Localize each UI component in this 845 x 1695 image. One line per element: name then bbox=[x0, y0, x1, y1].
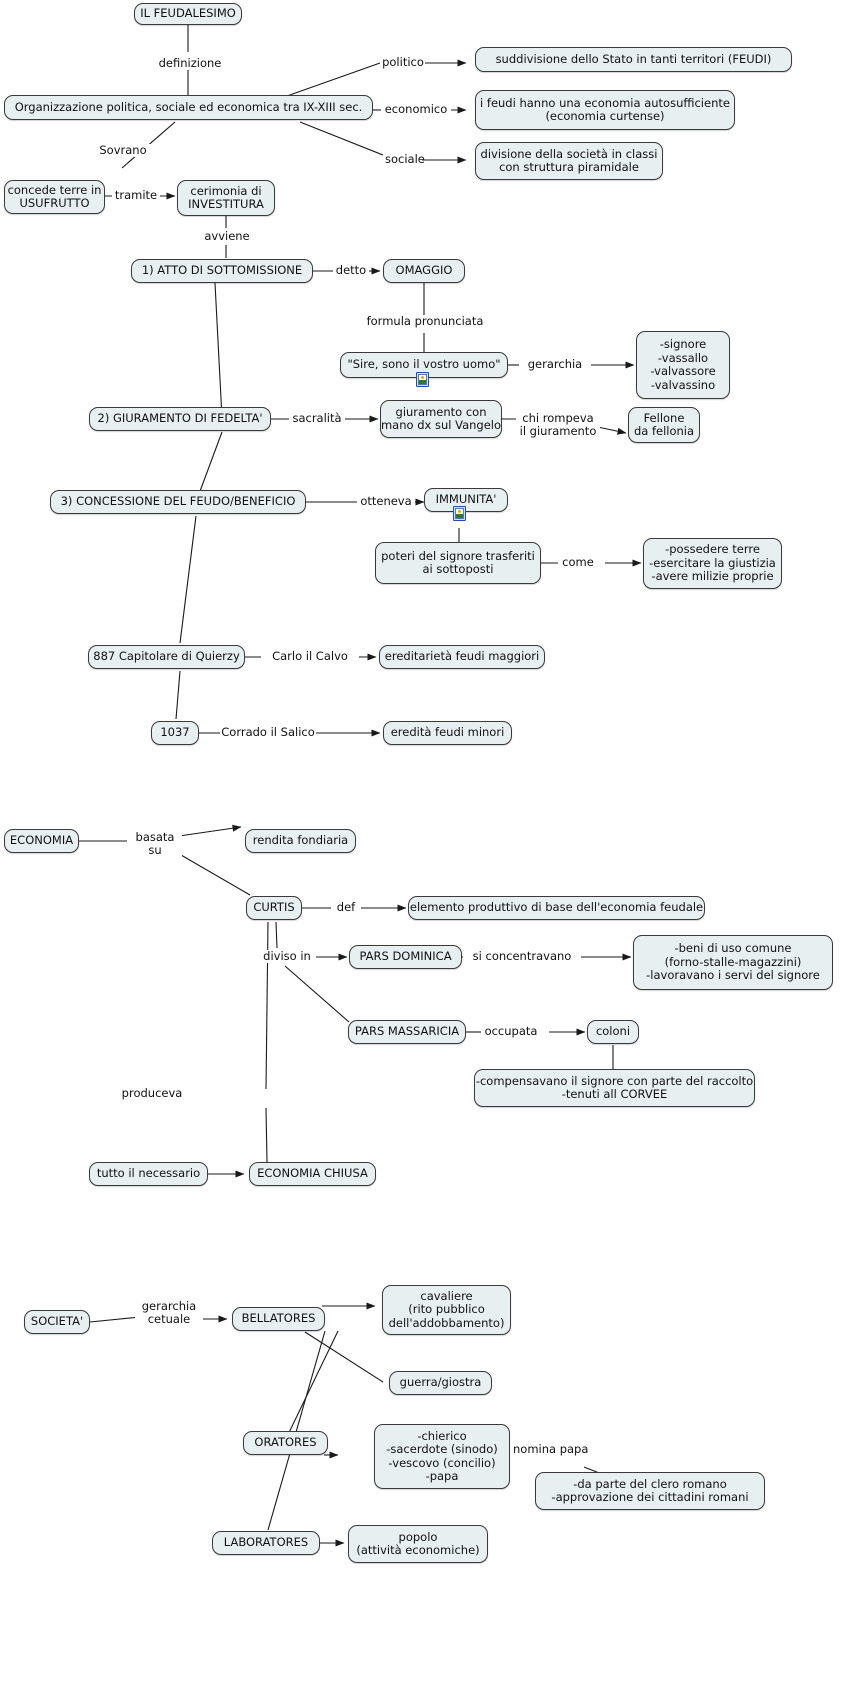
node-giuramento-fedelta[interactable]: 2) GIURAMENTO DI FEDELTA' bbox=[89, 407, 271, 431]
node-immunita[interactable]: IMMUNITA' bbox=[424, 488, 508, 512]
node-oratores[interactable]: ORATORES bbox=[243, 1431, 328, 1455]
node-concessione-feudo[interactable]: 3) CONCESSIONE DEL FEUDO/BENEFICIO bbox=[50, 490, 306, 514]
node-suddivisione-stato[interactable]: suddivisione dello Stato in tanti territ… bbox=[475, 47, 792, 72]
link-label-chi-rompeva: chi rompeva il giuramento bbox=[516, 412, 600, 438]
node-fellone[interactable]: Fellone da fellonia bbox=[628, 407, 700, 443]
node-omaggio[interactable]: OMAGGIO bbox=[383, 259, 465, 283]
node-organizzazione[interactable]: Organizzazione politica, sociale ed econ… bbox=[4, 95, 373, 120]
node-economia-chiusa[interactable]: ECONOMIA CHIUSA bbox=[249, 1162, 376, 1186]
node-capitolare-quierzy[interactable]: 887 Capitolare di Quierzy bbox=[88, 645, 245, 669]
link-label-def: def bbox=[331, 901, 361, 914]
node-giuramento-vangelo[interactable]: giuramento con mano dx sul Vangelo bbox=[380, 400, 502, 438]
link-label-basata-su: basata su bbox=[128, 831, 182, 857]
node-cerimonia-investitura[interactable]: cerimonia di INVESTITURA bbox=[177, 180, 275, 216]
link-label-diviso-in: diviso in bbox=[258, 950, 316, 963]
link-label-tramite: tramite bbox=[112, 189, 160, 202]
node-divisione-societa[interactable]: divisione della società in classi con st… bbox=[475, 142, 663, 180]
image-resource-icon[interactable] bbox=[453, 506, 466, 521]
link-label-otteneva: otteneva bbox=[357, 495, 415, 508]
link-label-sociale: sociale bbox=[384, 152, 425, 166]
link-label-produceva: produceva bbox=[117, 1087, 187, 1100]
link-label-corrado-il-salico: Corrado il Salico bbox=[220, 725, 316, 739]
link-label-economico: economico bbox=[381, 103, 451, 116]
link-label-politico: politico bbox=[381, 55, 425, 69]
image-resource-icon[interactable] bbox=[416, 372, 429, 387]
link-label-nomina-papa: nomina papa bbox=[512, 1442, 589, 1456]
thumbnail-glyph bbox=[455, 508, 464, 519]
node-rendita-fondiaria[interactable]: rendita fondiaria bbox=[245, 829, 356, 853]
link-label-carlo-il-calvo: Carlo il Calvo bbox=[261, 650, 359, 663]
node-feudi-economia[interactable]: i feudi hanno una economia autosufficien… bbox=[475, 90, 735, 130]
node-popolo[interactable]: popolo (attività economiche) bbox=[348, 1525, 488, 1563]
node-1037[interactable]: 1037 bbox=[151, 721, 199, 745]
node-cavaliere[interactable]: cavaliere (rito pubblico dell'addobbamen… bbox=[382, 1285, 511, 1335]
node-beni-uso-comune[interactable]: -beni di uso comune (forno-stalle-magazz… bbox=[633, 935, 833, 990]
node-gerarchia-list[interactable]: -signore -vassallo -valvassore -valvassi… bbox=[636, 331, 730, 399]
node-clero-list[interactable]: -chierico -sacerdote (sinodo) -vescovo (… bbox=[374, 1424, 510, 1489]
link-label-occupata: occupata bbox=[481, 1025, 541, 1038]
node-ereditarieta-maggiori[interactable]: ereditarietà feudi maggiori bbox=[379, 645, 545, 669]
link-label-gerarchia: gerarchia bbox=[519, 358, 591, 371]
node-il-feudalesimo[interactable]: IL FEUDALESIMO bbox=[134, 3, 242, 25]
node-bellatores[interactable]: BELLATORES bbox=[232, 1307, 325, 1331]
node-nomina-papa-dettagli[interactable]: -da parte del clero romano -approvazione… bbox=[535, 1472, 765, 1510]
node-curtis[interactable]: CURTIS bbox=[246, 896, 302, 920]
node-tutto-il-necessario[interactable]: tutto il necessario bbox=[89, 1162, 208, 1186]
link-label-detto: detto bbox=[333, 264, 369, 277]
node-coloni[interactable]: coloni bbox=[587, 1020, 639, 1044]
node-poteri-signore[interactable]: poteri del signore trasferiti ai sottopo… bbox=[375, 542, 541, 584]
link-label-formula-pronunciata: formula pronunciata bbox=[361, 315, 489, 328]
node-laboratores[interactable]: LABORATORES bbox=[212, 1531, 320, 1555]
link-label-sovrano: Sovrano bbox=[93, 144, 153, 157]
link-label-gerarchia-cetuale: gerarchia cetuale bbox=[135, 1300, 203, 1326]
link-label-avviene: avviene bbox=[198, 230, 256, 243]
node-come-list[interactable]: -possedere terre -esercitare la giustizi… bbox=[643, 538, 782, 589]
link-label-definizione: definizione bbox=[149, 57, 231, 70]
link-label-come: come bbox=[558, 556, 598, 569]
node-elemento-produttivo[interactable]: elemento produttivo di base dell'economi… bbox=[408, 896, 705, 920]
node-atto-sottomissione[interactable]: 1) ATTO DI SOTTOMISSIONE bbox=[131, 259, 313, 283]
node-guerra-giostra[interactable]: guerra/giostra bbox=[389, 1371, 492, 1395]
node-societa[interactable]: SOCIETA' bbox=[24, 1310, 90, 1334]
node-compensavano-signore[interactable]: -compensavano il signore con parte del r… bbox=[474, 1069, 755, 1107]
node-pars-dominica[interactable]: PARS DOMINICA bbox=[349, 945, 462, 969]
node-concede-terre[interactable]: concede terre in USUFRUTTO bbox=[4, 180, 105, 214]
link-label-si-concentravano: si concentravano bbox=[463, 950, 581, 963]
node-economia[interactable]: ECONOMIA bbox=[4, 829, 79, 853]
thumbnail-glyph bbox=[418, 374, 427, 385]
node-eredita-minori[interactable]: eredità feudi minori bbox=[383, 721, 512, 745]
node-pars-massaricia[interactable]: PARS MASSARICIA bbox=[348, 1020, 466, 1044]
link-label-sacralita: sacralità bbox=[289, 412, 345, 425]
